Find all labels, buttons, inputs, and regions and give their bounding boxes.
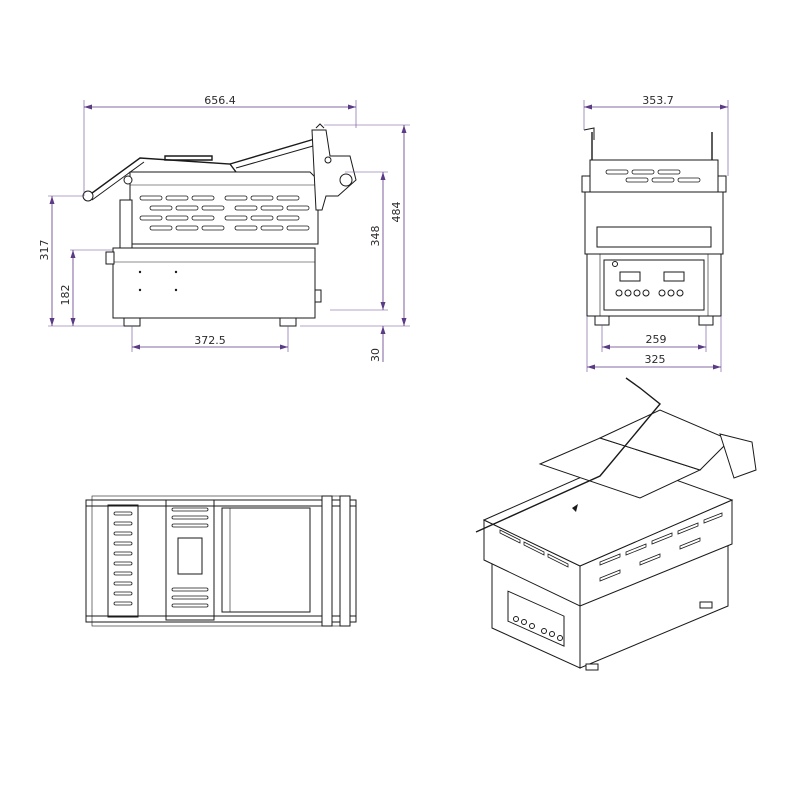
- side-view: 656.4 484 348 30: [38, 94, 410, 362]
- dim-front-feet-spacing: 259: [601, 325, 707, 352]
- front-control-knobs: [615, 289, 684, 297]
- front-display-right: [663, 271, 685, 282]
- label-base-width: 325: [645, 353, 666, 366]
- dim-side-handle-height: 317: [38, 195, 124, 327]
- top-view: [85, 495, 357, 627]
- dim-side-overall-length: 656.4: [83, 94, 357, 196]
- label-front-feet-spacing: 259: [646, 333, 667, 346]
- side-base-body: [112, 247, 316, 319]
- front-control-panel: [603, 259, 705, 311]
- iso-handle: [475, 377, 661, 533]
- dim-side-foot-height: 30: [330, 309, 388, 362]
- front-foot-right: [698, 315, 714, 326]
- top-lid-slots: [171, 507, 209, 608]
- label-top-width: 353.7: [642, 94, 674, 107]
- dim-front-top-width: 353.7: [583, 94, 729, 176]
- side-handle-left: [87, 157, 237, 197]
- label-feet-spacing: 372.5: [194, 334, 226, 347]
- side-lid: [164, 155, 213, 161]
- side-foot-right: [279, 317, 297, 327]
- dim-front-base-width: 325: [586, 316, 722, 372]
- dim-side-total-height: 484: [300, 124, 410, 327]
- dim-side-body-height: 348: [345, 171, 388, 310]
- side-foot-left: [123, 317, 141, 327]
- top-left-vent-slots: [113, 511, 133, 606]
- front-foot-left: [594, 315, 610, 326]
- iso-vent-slots: [499, 512, 723, 582]
- iso-lid-top: [482, 459, 734, 567]
- front-display-left: [619, 271, 641, 282]
- label-overall-length: 656.4: [204, 94, 236, 107]
- label-panel-height: 182: [59, 285, 72, 306]
- label-body-height: 348: [369, 226, 382, 247]
- label-total-height: 484: [390, 202, 403, 223]
- iso-hinge: [719, 433, 757, 479]
- side-hinge: [311, 129, 357, 211]
- dim-side-feet-spacing: 372.5: [131, 326, 289, 352]
- dim-side-panel-height: 182: [59, 249, 113, 326]
- isometric-view: [475, 377, 757, 671]
- front-view: 353.7 259 325: [581, 94, 729, 372]
- iso-control-knobs: [513, 616, 563, 641]
- label-handle-height: 317: [38, 240, 51, 261]
- top-plate: [221, 507, 311, 613]
- label-foot-height: 30: [369, 348, 382, 362]
